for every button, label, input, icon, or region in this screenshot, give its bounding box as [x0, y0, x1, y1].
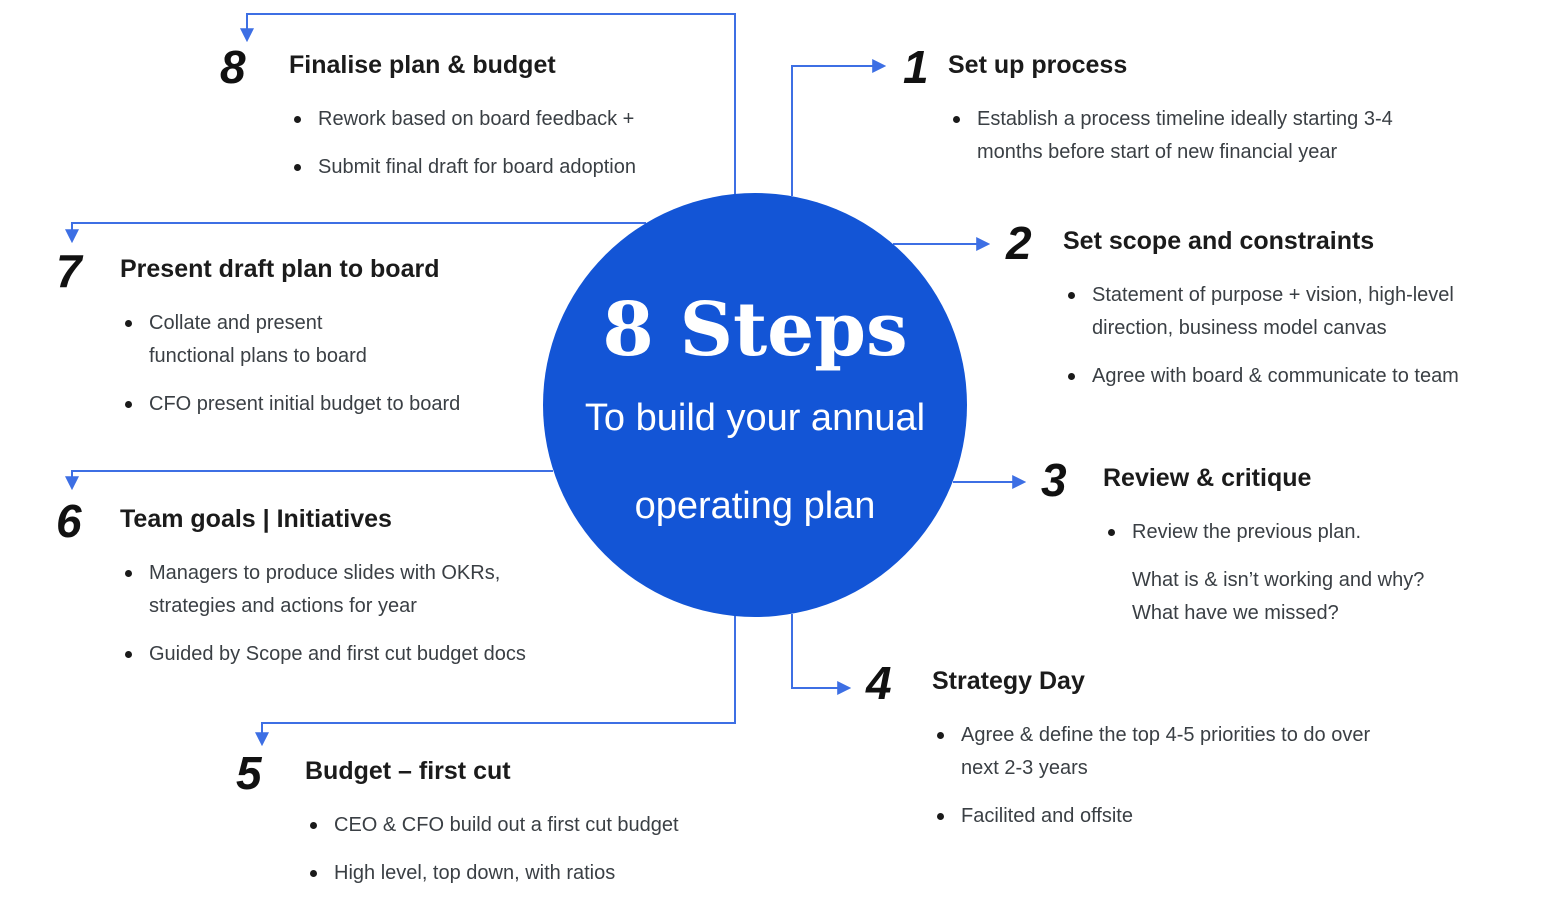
bullet-text: High level, top down, with ratios [334, 862, 616, 885]
bullet-text: Submit final draft for board adoption [318, 156, 636, 179]
bullet-dot-icon [125, 570, 132, 578]
step-2-bullets: Statement of purpose + vision, high-leve… [1063, 279, 1459, 393]
step-2-set-scope-and-constraints: 2 Set scope and constraints Statement of… [1006, 220, 1459, 408]
step-3-bullets: Review the previous plan. [1103, 516, 1424, 549]
arrow-to-step5 [255, 616, 736, 747]
step-3-review-and-critique: 3 Review & critique Review the previous … [1041, 457, 1424, 630]
bullet-text: CEO & CFO build out a first cut budget [334, 814, 679, 837]
bullet-text: Review the previous plan. [1132, 521, 1362, 544]
step-1-set-up-process: 1 Set up process Establish a process tim… [903, 44, 1393, 184]
step-1-title: Set up process [948, 51, 1128, 79]
bullet-dot-icon [125, 651, 132, 659]
bullet-item: Collate and present functional plans to … [125, 307, 460, 373]
step-1-bullets: Establish a process timeline ideally sta… [948, 103, 1393, 169]
bullet-text: Rework based on board feedback + [318, 108, 635, 131]
arrow-to-step6 [65, 470, 553, 491]
bullet-dot-icon [310, 870, 317, 878]
bullet-dot-icon [310, 822, 317, 830]
step-2-number: 2 [1006, 217, 1032, 269]
arrow-to-step8 [240, 13, 736, 194]
bullet-dot-icon [937, 732, 944, 740]
step-3-content: Review & critique Review the previous pl… [1103, 457, 1424, 630]
center-title: 8 Steps [602, 287, 908, 373]
step-4-strategy-day: 4 Strategy Day Agree & define the top 4-… [866, 660, 1370, 848]
step-8-bullets: Rework based on board feedback + Submit … [289, 103, 636, 184]
bullet-text: Establish a process timeline ideally sta… [977, 108, 1393, 164]
step-6-content: Team goals | Initiatives Managers to pro… [120, 498, 526, 686]
bullet-text: CFO present initial budget to board [149, 393, 461, 416]
step-2-title: Set scope and constraints [1063, 227, 1375, 255]
arrow-to-step4 [791, 614, 852, 695]
arrow-to-step7 [65, 222, 646, 244]
bullet-item: Guided by Scope and first cut budget doc… [125, 638, 526, 671]
bullet-text: Agree & define the top 4-5 priorities to… [961, 724, 1371, 780]
step-4-bullets: Agree & define the top 4-5 priorities to… [932, 719, 1370, 833]
bullet-item: Managers to produce slides with OKRs, st… [125, 557, 526, 623]
bullet-dot-icon [294, 116, 301, 124]
step-6-title: Team goals | Initiatives [120, 505, 392, 533]
step-6-number: 6 [56, 495, 82, 547]
bullet-item: Rework based on board feedback + [294, 103, 636, 136]
bullet-dot-icon [953, 116, 960, 124]
step-5-budget-first-cut: 5 Budget – first cut CEO & CFO build out… [236, 750, 679, 905]
bullet-item: Facilited and offsite [937, 800, 1370, 833]
step-1-content: Set up process Establish a process timel… [948, 44, 1393, 184]
bullet-text: Managers to produce slides with OKRs, st… [149, 562, 501, 618]
step-6-bullets: Managers to produce slides with OKRs, st… [120, 557, 526, 671]
bullet-item: Review the previous plan. [1108, 516, 1424, 549]
bullet-dot-icon [125, 320, 132, 328]
bullet-text: Agree with board & communicate to team [1092, 365, 1459, 388]
bullet-item: Submit final draft for board adoption [294, 151, 636, 184]
step-3-note: What is & isn’t working and why? What ha… [1132, 569, 1425, 625]
bullet-dot-icon [125, 401, 132, 409]
step-6-team-goals-initiatives: 6 Team goals | Initiatives Managers to p… [56, 498, 526, 686]
arrow-to-step1 [791, 59, 887, 196]
bullet-item: High level, top down, with ratios [310, 857, 679, 890]
center-subtitle-line2: operating plan [634, 485, 876, 527]
step-7-number: 7 [56, 245, 82, 297]
step-4-title: Strategy Day [932, 667, 1085, 695]
center-circle: 8 Steps To build your annual operating p… [543, 193, 967, 617]
bullet-item: Agree with board & communicate to team [1068, 360, 1459, 393]
step-5-bullets: CEO & CFO build out a first cut budget H… [305, 809, 679, 890]
step-5-content: Budget – first cut CEO & CFO build out a… [305, 750, 679, 905]
step-1-number: 1 [903, 41, 929, 93]
bullet-item: Establish a process timeline ideally sta… [953, 103, 1393, 169]
step-7-content: Present draft plan to board Collate and … [120, 248, 460, 436]
bullet-dot-icon [294, 164, 301, 172]
step-7-bullets: Collate and present functional plans to … [120, 307, 460, 421]
bullet-item: CFO present initial budget to board [125, 388, 460, 421]
step-4-content: Strategy Day Agree & define the top 4-5 … [932, 660, 1370, 848]
bullet-text: Guided by Scope and first cut budget doc… [149, 643, 526, 666]
center-subtitle-line1: To build your annual [584, 397, 926, 439]
step-7-present-draft-plan-to-board: 7 Present draft plan to board Collate an… [56, 248, 460, 436]
step-3-title: Review & critique [1103, 464, 1312, 492]
step-5-number: 5 [236, 747, 262, 799]
bullet-item: Agree & define the top 4-5 priorities to… [937, 719, 1370, 785]
step-8-finalise-plan-and-budget: 8 Finalise plan & budget Rework based on… [220, 44, 636, 199]
bullet-dot-icon [1068, 292, 1075, 300]
bullet-item: CEO & CFO build out a first cut budget [310, 809, 679, 842]
step-2-content: Set scope and constraints Statement of p… [1063, 220, 1459, 408]
step-8-title: Finalise plan & budget [289, 51, 556, 79]
step-8-number: 8 [220, 41, 246, 93]
step-7-title: Present draft plan to board [120, 255, 440, 283]
bullet-item: Statement of purpose + vision, high-leve… [1068, 279, 1459, 345]
bullet-dot-icon [1108, 529, 1115, 537]
step-8-content: Finalise plan & budget Rework based on b… [289, 44, 636, 199]
step-4-number: 4 [866, 657, 892, 709]
bullet-dot-icon [1068, 373, 1075, 381]
bullet-text: Statement of purpose + vision, high-leve… [1092, 284, 1454, 340]
bullet-text: Collate and present functional plans to … [149, 312, 367, 368]
step-3-number: 3 [1041, 454, 1067, 506]
bullet-text: Facilited and offsite [961, 805, 1133, 828]
bullet-dot-icon [937, 813, 944, 821]
step-5-title: Budget – first cut [305, 757, 511, 785]
